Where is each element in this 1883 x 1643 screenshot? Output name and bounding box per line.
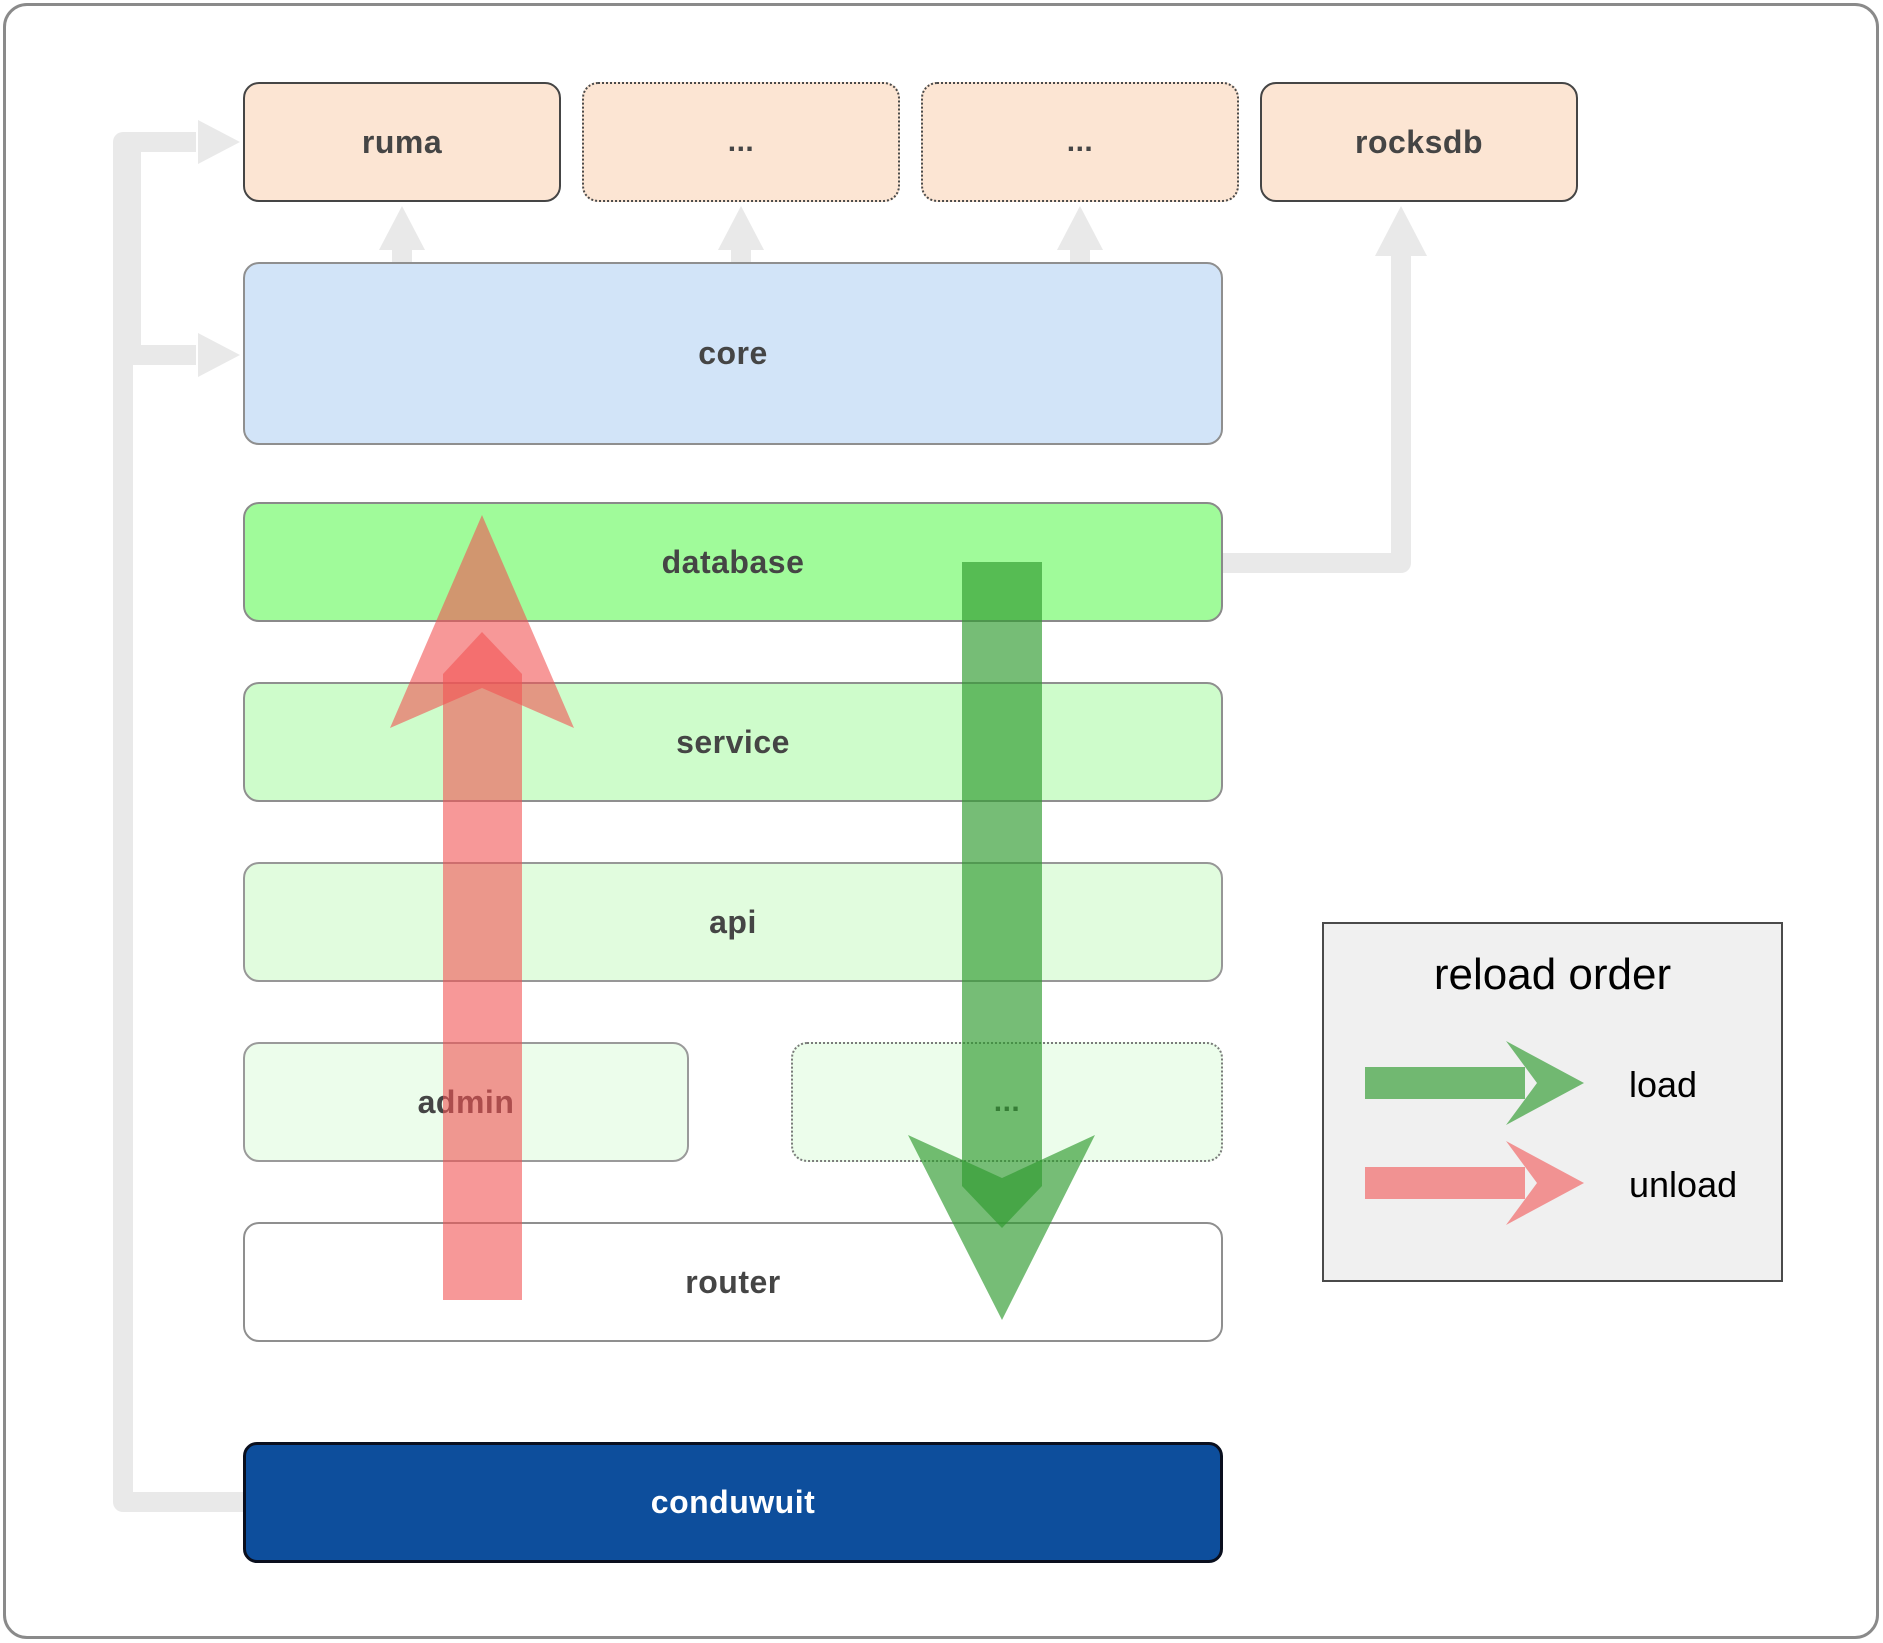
legend-title: reload order (1433, 950, 1672, 999)
arrowhead-core-to-ellipsis-2 (1057, 206, 1103, 250)
node-ruma: ruma (243, 82, 561, 202)
legend-load-label: load (1629, 1064, 1698, 1105)
node-database-label: database (661, 543, 805, 580)
connector-conduwuit-to-core (121, 150, 196, 365)
legend-unload-label: unload (1629, 1164, 1738, 1205)
node-ellipsis-top-2-label: ... (1066, 125, 1094, 158)
node-ellipsis-top-1-label: ... (727, 125, 755, 158)
node-conduwuit: conduwuit (243, 1442, 1223, 1563)
node-ellipsis-admin-row-label: ... (993, 1085, 1021, 1118)
arrowhead-into-ruma-left (198, 120, 240, 164)
node-rocksdb: rocksdb (1260, 82, 1578, 202)
connector-conduwuit-to-ruma (113, 132, 243, 1512)
diagram-outer-border (3, 3, 1879, 1639)
node-ruma-label: ruma (361, 123, 443, 160)
node-router: router (243, 1222, 1223, 1342)
node-database: database (243, 502, 1223, 622)
legend-unload-arrow-icon (1365, 1141, 1584, 1225)
node-rocksdb-label: rocksdb (1355, 123, 1483, 160)
node-service: service (243, 682, 1223, 802)
connector-database-to-rocksdb (1223, 254, 1411, 573)
node-service-label: service (676, 723, 790, 760)
node-ellipsis-top-2: ... (921, 82, 1239, 202)
node-ellipsis-top-1: ... (582, 82, 900, 202)
node-core-label: core (698, 335, 768, 371)
node-conduwuit-label: conduwuit (650, 1484, 816, 1520)
arrowhead-core-to-ellipsis-1 (718, 206, 764, 250)
node-ellipsis-admin-row: ... (791, 1042, 1223, 1162)
arrowhead-core-to-ruma (379, 206, 425, 250)
node-api: api (243, 862, 1223, 982)
node-admin: admin (243, 1042, 689, 1162)
legend: reload order load unload (1322, 922, 1783, 1282)
arrowhead-into-rocksdb (1375, 206, 1427, 256)
legend-load-arrow-icon (1365, 1041, 1584, 1125)
node-api-label: api (709, 903, 757, 940)
node-router-label: router (685, 1263, 781, 1300)
node-admin-label: admin (417, 1083, 515, 1120)
node-core: core (243, 262, 1223, 445)
arrowhead-into-core-left (198, 333, 240, 377)
